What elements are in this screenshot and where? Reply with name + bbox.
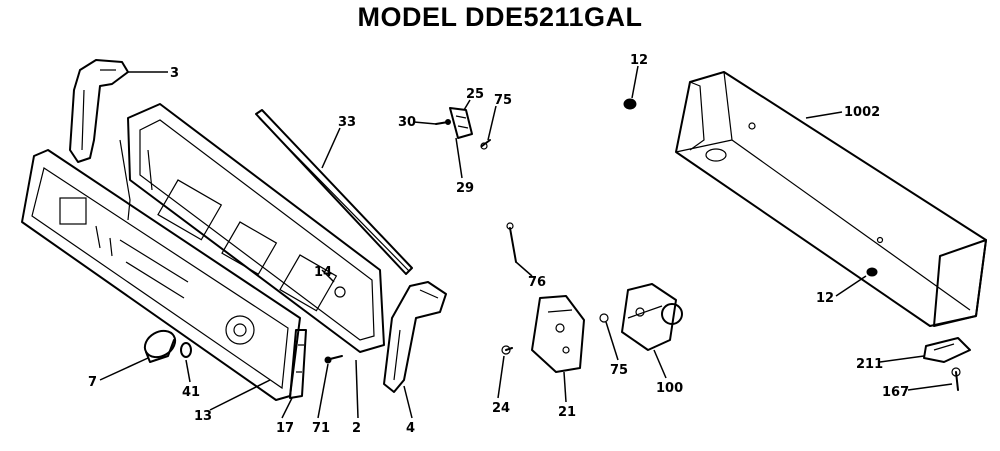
part-2-backsplash [119, 103, 385, 353]
part-4-bracket [383, 281, 447, 393]
part-75-screw-top [480, 139, 491, 150]
part-30-screw [435, 119, 451, 125]
label-3: 3 [170, 66, 179, 81]
label-2: 2 [352, 421, 361, 436]
label-41: 41 [182, 385, 200, 400]
part-75-screw-lower [599, 313, 609, 323]
label-75-top: 75 [494, 93, 512, 108]
part-100-timer [621, 283, 683, 351]
label-21: 21 [558, 405, 576, 420]
label-7: 7 [88, 375, 97, 390]
part-25-bracket [449, 107, 473, 139]
part-1002-housing [675, 71, 987, 327]
label-13: 13 [194, 409, 212, 424]
diagram-title: MODEL DDE5211GAL [357, 2, 643, 32]
label-33: 33 [338, 115, 356, 130]
part-3-bracket [69, 59, 129, 163]
label-71: 71 [312, 421, 330, 436]
part-24-screw [501, 345, 513, 355]
part-167-screw [951, 367, 961, 391]
part-76-bolt [506, 222, 517, 263]
label-4: 4 [406, 421, 415, 436]
part-71-screw [324, 355, 343, 364]
label-30: 30 [398, 115, 416, 130]
label-12-lower: 12 [816, 291, 834, 306]
part-21-plate [531, 295, 585, 373]
label-14: 14 [314, 265, 332, 280]
label-211: 211 [856, 357, 883, 372]
label-75-lower: 75 [610, 363, 628, 378]
label-29: 29 [456, 181, 474, 196]
label-17: 17 [276, 421, 294, 436]
label-24: 24 [492, 401, 510, 416]
part-12-plug-lower [866, 267, 878, 277]
part-41-spring [180, 342, 192, 358]
label-76: 76 [528, 275, 546, 290]
label-1002: 1002 [844, 105, 880, 120]
label-100: 100 [656, 381, 683, 396]
label-167: 167 [882, 385, 909, 400]
callout-labels: 3 33 30 25 75 29 12 1002 12 76 14 7 41 1… [88, 53, 909, 436]
label-12-top: 12 [630, 53, 648, 68]
part-211-bracket [923, 337, 971, 363]
part-12-plug-top [623, 98, 637, 110]
part-17-switch [289, 329, 307, 399]
part-7-knob [143, 329, 177, 363]
leader-lines [99, 65, 953, 419]
part-33-rod [255, 109, 413, 275]
label-25: 25 [466, 87, 484, 102]
